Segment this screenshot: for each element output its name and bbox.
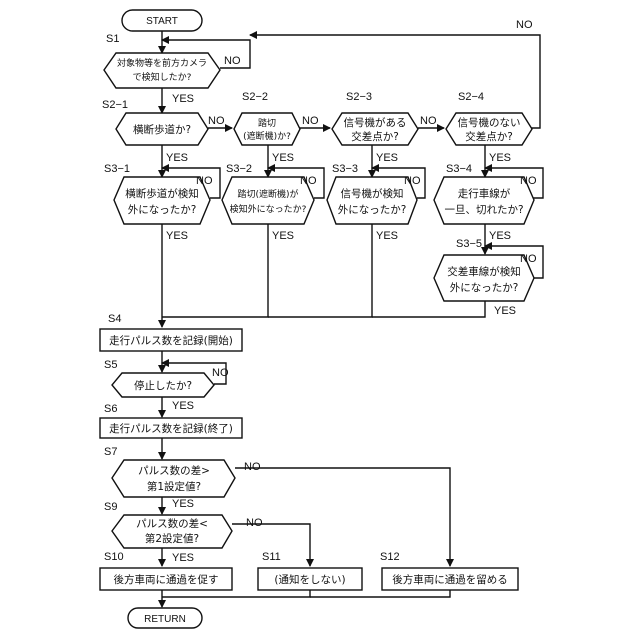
step-label-s2-3: S2−3 (346, 91, 372, 103)
label-s1-yes: YES (172, 93, 194, 105)
s5-text: 停止したか? (134, 379, 192, 392)
return-label: RETURN (144, 614, 186, 625)
step-label-s3-1: S3−1 (104, 163, 130, 175)
step-label-s3-3: S3−3 (332, 163, 358, 175)
s3-2-line1: 踏切(遮断機)が (237, 188, 298, 200)
s11-text: (通知をしない) (274, 573, 345, 586)
step-label-s10: S10 (104, 551, 124, 563)
label-s2-2-yes: YES (272, 152, 294, 164)
s2-4-line1: 信号機のない (458, 116, 521, 129)
edge-s11-join (162, 590, 310, 597)
return-terminal: RETURN (128, 608, 202, 628)
decision-s3-5: 交差車線が検知 外になったか? (434, 255, 534, 301)
step-label-s11: S11 (262, 551, 281, 563)
step-label-s4: S4 (108, 313, 121, 325)
label-s3-5-no: NO (520, 253, 537, 265)
label-s3-2-yes: YES (272, 230, 294, 242)
s3-1-line2: 外になったか? (128, 204, 197, 216)
step-label-s3-4: S3−4 (446, 163, 472, 175)
s9-line2: 第2設定値? (145, 532, 199, 545)
edge-s12-join (310, 590, 450, 597)
s2-2-line2: (遮断機)か? (243, 130, 291, 142)
decision-s2-1: 横断歩道か? (116, 113, 208, 145)
s3-1-line1: 横断歩道が検知 (125, 187, 199, 200)
label-s2-1-yes: YES (166, 152, 188, 164)
label-s9-yes: YES (172, 552, 194, 564)
label-s3-4-yes: YES (489, 230, 511, 242)
label-s3-4-no: NO (520, 175, 537, 187)
process-s12: 後方車両に通過を留める (382, 568, 518, 590)
decision-s9: パルス数の差< 第2設定値? (112, 515, 232, 548)
s3-3-line1: 信号機が検知 (341, 187, 404, 200)
process-s6: 走行パルス数を記録(終了) (100, 418, 242, 438)
label-s9-no: NO (246, 517, 263, 529)
step-label-s2-2: S2−2 (242, 91, 268, 103)
step-label-s7: S7 (104, 446, 117, 458)
label-s7-yes: YES (172, 498, 194, 510)
label-s2-2-no: NO (302, 115, 319, 127)
step-label-s2-1: S2−1 (102, 99, 128, 111)
s7-line2: 第1設定値? (147, 480, 201, 493)
label-s3-3-no: NO (404, 175, 421, 187)
s10-text: 後方車両に通過を促す (114, 573, 219, 586)
s2-2-line1: 踏切 (258, 117, 276, 129)
label-s2-4-no: NO (516, 19, 533, 31)
step-label-s5: S5 (104, 359, 117, 371)
label-s3-1-yes: YES (166, 230, 188, 242)
start-terminal: START (122, 10, 202, 31)
s3-3-line2: 外になったか? (338, 204, 407, 216)
step-label-s12: S12 (380, 551, 400, 563)
s9-line1: パルス数の差< (136, 517, 208, 530)
s2-4-line2: 交差点か? (465, 130, 513, 143)
s3-4-line2: 一旦、切れたか? (444, 204, 523, 216)
s3-5-line1: 交差車線が検知 (447, 265, 521, 278)
label-s2-3-yes: YES (376, 152, 398, 164)
s12-text: 後方車両に通過を留める (392, 573, 508, 586)
label-s5-no: NO (212, 367, 229, 379)
process-s4: 走行パルス数を記録(開始) (100, 329, 242, 351)
step-label-s9: S9 (104, 501, 117, 513)
label-s5-yes: YES (172, 400, 194, 412)
step-label-s1: S1 (106, 33, 119, 45)
label-s1-no: NO (224, 55, 241, 67)
decision-s1: 対象物等を前方カメラ で検知したか? (104, 53, 220, 88)
label-s2-3-no: NO (420, 115, 437, 127)
s1-line1: 対象物等を前方カメラ (117, 57, 207, 69)
label-s3-3-yes: YES (376, 230, 398, 242)
step-label-s6: S6 (104, 403, 117, 415)
step-label-s2-4: S2−4 (458, 91, 484, 103)
step-label-s3-5: S3−5 (456, 238, 482, 250)
label-s7-no: NO (244, 461, 261, 473)
s2-3-line2: 交差点か? (351, 130, 399, 143)
decision-s7: パルス数の差> 第1設定値? (112, 460, 235, 497)
decision-s2-2: 踏切 (遮断機)か? (234, 113, 300, 145)
step-label-s3-2: S3−2 (226, 163, 252, 175)
label-s3-1-no: NO (196, 175, 213, 187)
s2-3-line1: 信号機がある (344, 116, 407, 129)
s7-line1: パルス数の差> (138, 464, 210, 477)
decision-s2-4: 信号機のない 交差点か? (446, 113, 532, 145)
process-s11: (通知をしない) (258, 568, 362, 590)
label-s2-4-yes: YES (489, 152, 511, 164)
s2-1-line1: 横断歩道か? (133, 123, 191, 136)
s4-text: 走行パルス数を記録(開始) (109, 334, 233, 347)
start-label: START (146, 16, 178, 27)
edge-s3-5-yes (372, 301, 485, 317)
label-s3-2-no: NO (300, 175, 317, 187)
decision-s2-3: 信号機がある 交差点か? (332, 113, 418, 145)
s3-5-line2: 外になったか? (450, 282, 519, 294)
s6-text: 走行パルス数を記録(終了) (109, 422, 233, 435)
s1-line2: で検知したか? (133, 71, 192, 83)
decision-s5: 停止したか? (112, 373, 214, 397)
decision-s3-4: 走行車線が 一旦、切れたか? (434, 177, 534, 224)
label-s3-5-yes: YES (494, 305, 516, 317)
s3-2-line2: 検知外になったか? (230, 203, 307, 215)
label-s2-1-no: NO (208, 115, 225, 127)
process-s10: 後方車両に通過を促す (100, 568, 232, 590)
s3-4-line1: 走行車線が (458, 187, 511, 200)
